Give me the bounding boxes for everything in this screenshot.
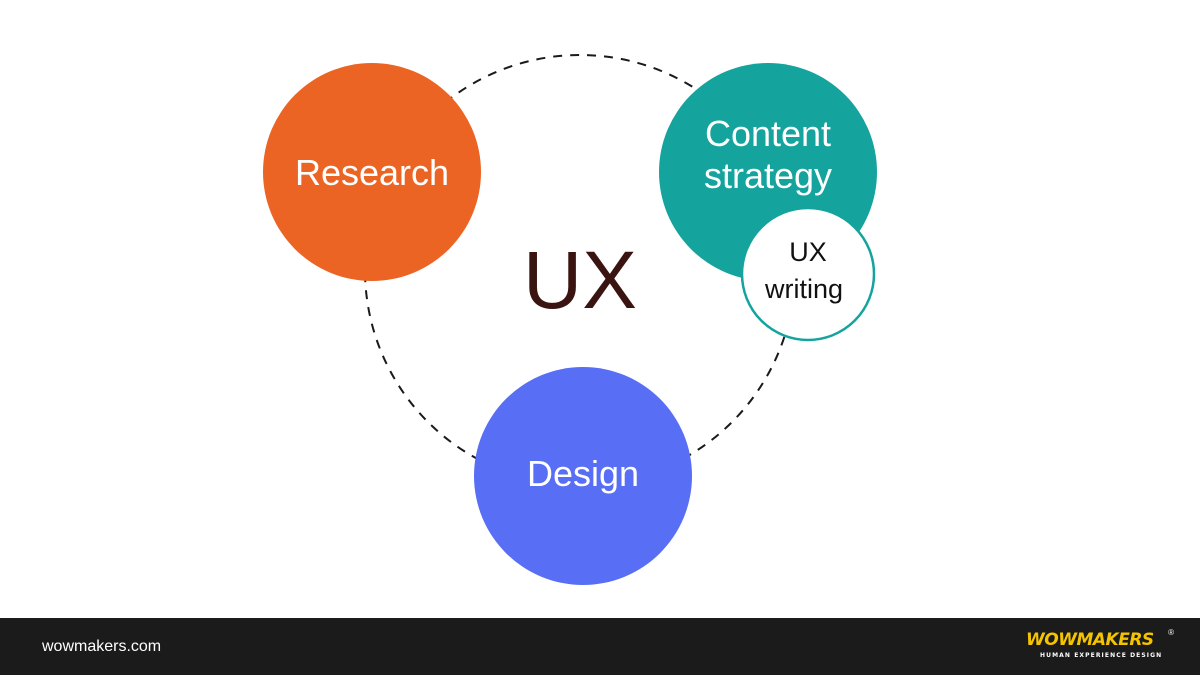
ux-writing-label-line1: UX [789, 237, 827, 267]
footer-website-link[interactable]: wowmakers.com [42, 638, 162, 655]
ux-writing-label-line2: writing [764, 274, 843, 304]
logo-tagline: HUMAN EXPERIENCE DESIGN [1040, 652, 1163, 659]
design-node: Design [474, 367, 692, 585]
ux-writing-node: UX writing [740, 206, 876, 342]
diagram-canvas: Research Content strategy UX writing Des… [263, 54, 877, 585]
research-node: Research [263, 63, 481, 281]
research-circle [263, 63, 481, 281]
content-strategy-label-line2: strategy [704, 155, 832, 196]
wowmakers-logo[interactable]: WOWMAKERS ® HUMAN EXPERIENCE DESIGN [1026, 628, 1174, 664]
ux-venn-diagram: Research Content strategy UX writing Des… [263, 54, 877, 585]
research-label: Research [295, 152, 449, 193]
logo-wordmark: WOWMAKERS [1026, 630, 1154, 650]
footer-bar: wowmakers.com WOWMAKERS ® HUMAN EXPERIEN… [0, 618, 1200, 675]
ux-writing-circle [740, 206, 876, 342]
center-ux-label: UX [523, 235, 637, 326]
content-strategy-label-line1: Content [705, 113, 831, 154]
design-label: Design [527, 453, 639, 494]
design-circle [474, 367, 692, 585]
logo-registered-mark: ® [1168, 628, 1174, 637]
